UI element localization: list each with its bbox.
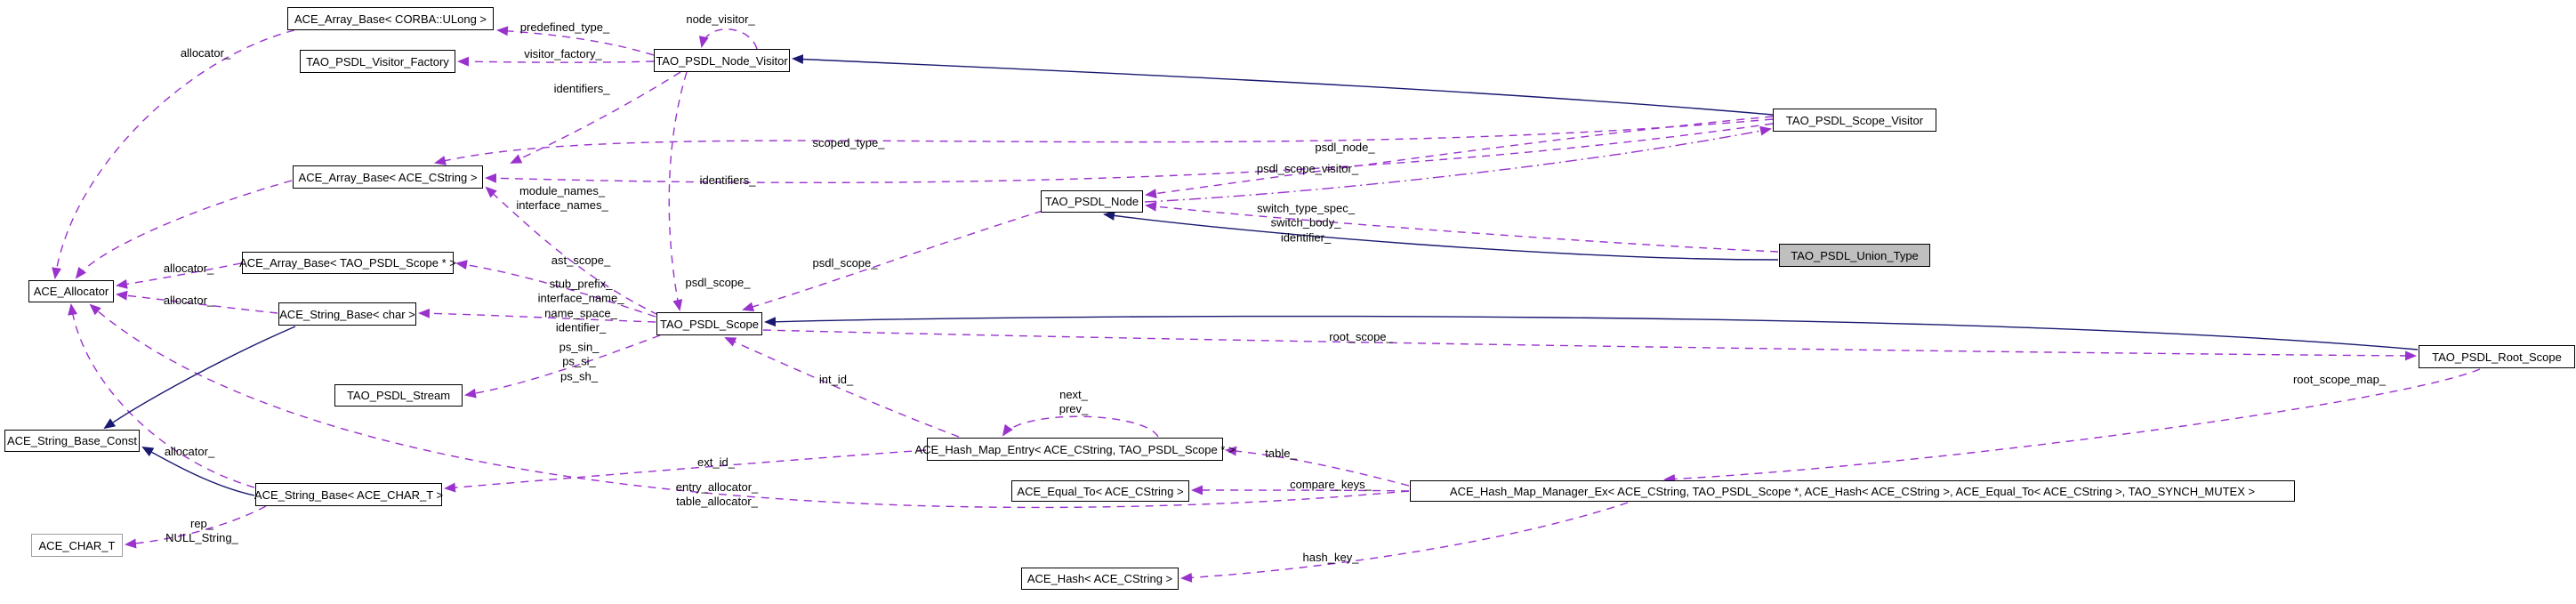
class-node-tao-psdl-visitor-factory[interactable]: TAO_PSDL_Visitor_Factory — [300, 50, 455, 73]
class-node-ace-string-base-const[interactable]: ACE_String_Base_Const — [4, 430, 140, 452]
edge-label-allocator-string-chart: allocator_ — [164, 444, 215, 458]
class-node-ace-array-base-tao-psdl-scope[interactable]: ACE_Array_Base< TAO_PSDL_Scope * > — [239, 252, 456, 274]
edge-label-rep-null-string: rep_ NULL_String_ — [165, 516, 238, 544]
class-node-ace-array-base-ace-cstring[interactable]: ACE_Array_Base< ACE_CString > — [293, 165, 483, 189]
edge-label-root-scope-map: root_scope_map_ — [2292, 372, 2387, 386]
edge-label-allocator-string-char: allocator_ — [163, 293, 214, 307]
edge-label-int-id: int_id_ — [818, 372, 854, 386]
edge-label-scoped-type: scoped_type_ — [812, 135, 885, 149]
class-node-tao-psdl-node[interactable]: TAO_PSDL_Node — [1041, 190, 1143, 213]
edge-label-psdl-node: psdl_node_ — [1315, 140, 1375, 154]
class-node-ace-equal-to[interactable]: ACE_Equal_To< ACE_CString > — [1011, 480, 1189, 502]
edge-label-identifiers-upper: identifiers_ — [553, 81, 610, 95]
class-node-ace-array-base-corba-ulong[interactable]: ACE_Array_Base< CORBA::ULong > — [287, 7, 494, 30]
edge-label-psdl-scope-right: psdl_scope_ — [812, 255, 878, 270]
edge-label-root-scope: root_scope_ — [1329, 329, 1393, 343]
edge-label-table: table_ — [1265, 446, 1297, 460]
class-node-ace-allocator[interactable]: ACE_Allocator — [28, 280, 114, 302]
class-node-tao-psdl-root-scope[interactable]: TAO_PSDL_Root_Scope — [2419, 345, 2575, 368]
class-node-ace-char-t: ACE_CHAR_T — [31, 534, 123, 557]
edge-label-ext-id: ext_id_ — [697, 455, 735, 469]
edge-label-allocator-scope-array: allocator_ — [163, 261, 214, 275]
edge-label-compare-keys: compare_keys_ — [1290, 477, 1372, 491]
class-node-ace-hash-map-manager-ex[interactable]: ACE_Hash_Map_Manager_Ex< ACE_CString, TA… — [1410, 480, 2295, 502]
edge-label-stub-prefix-group: stub_prefix_ interface_name_ name_space_… — [537, 277, 624, 334]
edge-label-allocator-top: allocator_ — [180, 45, 231, 60]
edge-label-next-prev: next_ prev_ — [1059, 387, 1089, 415]
class-node-tao-psdl-node-visitor[interactable]: TAO_PSDL_Node_Visitor — [654, 49, 790, 72]
edge-label-module-interface-names: module_names_ interface_names_ — [516, 183, 608, 212]
edge-label-ps-group: ps_sin_ ps_si_ ps_sh_ — [559, 340, 600, 383]
edge-label-psdl-scope-left: psdl_scope_ — [685, 275, 751, 289]
class-node-ace-string-base-char[interactable]: ACE_String_Base< char > — [278, 302, 416, 326]
class-node-tao-psdl-union-type: TAO_PSDL_Union_Type — [1779, 244, 1930, 267]
class-node-tao-psdl-scope[interactable]: TAO_PSDL_Scope — [656, 312, 762, 335]
class-node-tao-psdl-stream[interactable]: TAO_PSDL_Stream — [334, 384, 463, 407]
edge-label-hash-key: hash_key_ — [1302, 550, 1359, 564]
edge-label-entry-table-allocator: entry_allocator_ table_allocator_ — [675, 479, 759, 508]
edge-label-ast-scope: ast_scope_ — [551, 253, 611, 267]
edge-label-visitor-factory: visitor_factory_ — [524, 46, 602, 60]
edge-label-predefined-type: predefined_type_ — [519, 20, 610, 34]
edge-label-switch-members: switch_type_spec_ switch_body_ identifie… — [1257, 201, 1355, 245]
class-node-ace-hash-map-entry[interactable]: ACE_Hash_Map_Entry< ACE_CString, TAO_PSD… — [914, 438, 1236, 461]
edge-label-node-visitor: node_visitor_ — [686, 12, 755, 26]
edge-label-psdl-scope-visitor: psdl_scope_visitor_ — [1256, 161, 1359, 175]
class-node-tao-psdl-scope-visitor[interactable]: TAO_PSDL_Scope_Visitor — [1773, 109, 1936, 132]
class-node-ace-string-base-ace-char-t[interactable]: ACE_String_Base< ACE_CHAR_T > — [254, 483, 443, 506]
class-node-ace-hash[interactable]: ACE_Hash< ACE_CString > — [1021, 568, 1179, 590]
edge-label-identifiers-right: identifiers_ — [699, 173, 756, 187]
